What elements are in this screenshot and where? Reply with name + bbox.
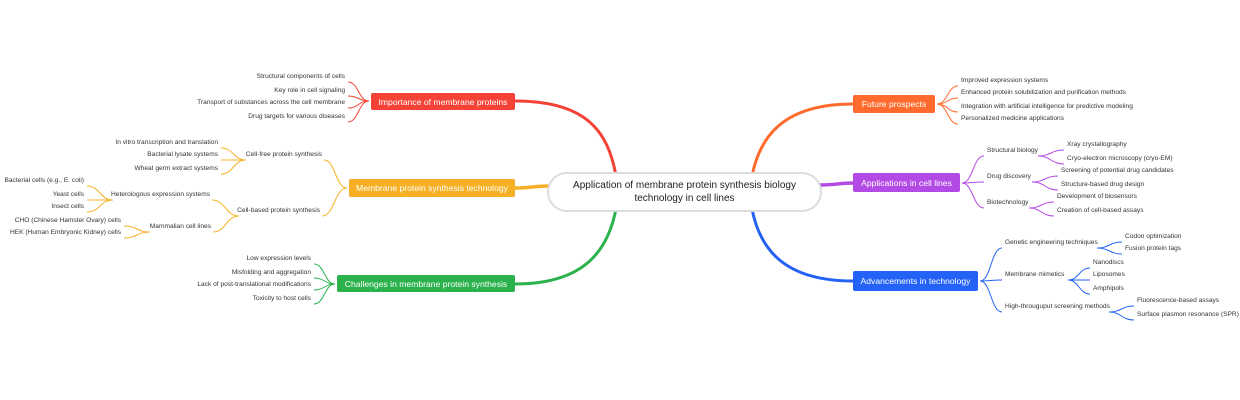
mammalian-item[interactable]: CHO (Chinese Hamster Ovary) cells bbox=[14, 217, 121, 224]
importance-item[interactable]: Drug targets for various diseases bbox=[248, 113, 345, 120]
connector bbox=[313, 283, 336, 305]
advancements-topic[interactable]: Advancements in technology bbox=[853, 271, 978, 291]
challenges-item[interactable]: Misfolding and aggregation bbox=[231, 269, 311, 276]
cell-free-item[interactable]: In vitro transcription and translation bbox=[115, 139, 218, 146]
connector bbox=[1031, 181, 1059, 191]
structural-item[interactable]: Xray crystallography bbox=[1067, 141, 1127, 148]
connector bbox=[123, 231, 151, 239]
hts-item[interactable]: Surface plasmon resonance (SPR) bbox=[1137, 311, 1239, 318]
future-topic[interactable]: Future prospects bbox=[853, 95, 935, 113]
synthesis-topic-label: Membrane protein synthesis technology bbox=[356, 183, 508, 193]
future-item[interactable]: Enhanced protein solubilization and puri… bbox=[961, 89, 1126, 96]
connector bbox=[979, 247, 1003, 282]
heterologous-item[interactable]: Bacterial cells (e.g., E. coli) bbox=[4, 177, 84, 184]
genetic-item[interactable]: Codon optimization bbox=[1125, 233, 1182, 240]
connector bbox=[1108, 311, 1135, 321]
connector bbox=[1108, 305, 1135, 313]
central-topic-line2: technology in cell lines bbox=[634, 193, 735, 204]
heterologous-node[interactable]: Heterologous expression systems bbox=[111, 191, 210, 198]
mimetics-item[interactable]: Amphipols bbox=[1093, 285, 1124, 292]
applications-topic[interactable]: Applications in cell lines bbox=[853, 173, 960, 192]
applications-topic-label: Applications in cell lines bbox=[861, 177, 952, 188]
drug-item[interactable]: Structure-based drug design bbox=[1061, 181, 1145, 188]
branch-importance bbox=[514, 99, 618, 177]
cell-based-node[interactable]: Cell-based protein synthesis bbox=[237, 207, 320, 214]
connector bbox=[220, 147, 247, 161]
connector bbox=[212, 215, 240, 233]
connector bbox=[1028, 201, 1055, 209]
cell-free-node[interactable]: Cell-free protein synthesis bbox=[245, 151, 322, 158]
challenges-item[interactable]: Lack of post-translational modifications bbox=[197, 281, 311, 288]
mammalian-item[interactable]: HEK (Human Embryonic Kidney) cells bbox=[9, 229, 121, 236]
connector bbox=[1031, 175, 1059, 183]
branch-future bbox=[750, 102, 854, 177]
connector bbox=[1037, 149, 1065, 157]
mimetics-item[interactable]: Liposomes bbox=[1093, 271, 1125, 278]
connector bbox=[211, 199, 240, 217]
connector bbox=[321, 187, 348, 217]
connector bbox=[1067, 279, 1091, 295]
future-item[interactable]: Personalized medicine applications bbox=[961, 115, 1064, 122]
mimetics-item[interactable]: Nanodiscs bbox=[1093, 259, 1124, 266]
branch-applications bbox=[819, 181, 854, 187]
connector bbox=[123, 225, 151, 233]
connector bbox=[86, 199, 114, 213]
challenges-item[interactable]: Toxicity to host cells bbox=[252, 295, 311, 302]
cell-free-item[interactable]: Bacterial lysate systems bbox=[147, 151, 218, 158]
hts-node[interactable]: High-througuput screening methods bbox=[1005, 303, 1110, 310]
advancements-topic-label: Advancements in technology bbox=[860, 276, 971, 286]
structural-node[interactable]: Structural biology bbox=[987, 147, 1038, 154]
importance-item[interactable]: Structural components of cells bbox=[256, 73, 345, 80]
central-topic[interactable]: Application of membrane protein synthesi… bbox=[547, 172, 822, 212]
connector bbox=[1067, 267, 1091, 281]
challenges-topic-label: Challenges in membrane protein synthesis bbox=[344, 278, 508, 289]
connector bbox=[936, 103, 959, 125]
importance-topic-label: Importance of membrane proteins bbox=[378, 96, 508, 107]
connector bbox=[961, 155, 985, 184]
connector bbox=[347, 100, 370, 123]
connector bbox=[86, 185, 114, 201]
future-item[interactable]: Integration with artificial intelligence… bbox=[961, 103, 1133, 110]
connector bbox=[961, 182, 985, 209]
central-topic-line1: Application of membrane protein synthesi… bbox=[573, 180, 796, 191]
cell-free-item[interactable]: Wheat germ extract systems bbox=[134, 165, 218, 172]
connector bbox=[979, 280, 1003, 313]
connector bbox=[979, 279, 1003, 282]
importance-topic[interactable]: Importance of membrane proteins bbox=[371, 93, 515, 110]
mimetics-node[interactable]: Membrane mimetics bbox=[1005, 271, 1065, 278]
synthesis-topic[interactable]: Membrane protein synthesis technology bbox=[349, 179, 515, 197]
challenges-item[interactable]: Low expression levels bbox=[246, 255, 311, 262]
branch-synthesis bbox=[514, 184, 550, 190]
connector bbox=[1037, 155, 1065, 165]
heterologous-item[interactable]: Insect cells bbox=[51, 203, 84, 210]
biotech-node[interactable]: Biotechnology bbox=[987, 199, 1029, 206]
biotech-item[interactable]: Creation of cell-based assays bbox=[1057, 207, 1144, 214]
heterologous-item[interactable]: Yeast cells bbox=[52, 191, 84, 198]
connector bbox=[1096, 247, 1123, 255]
branch-challenges bbox=[514, 208, 618, 286]
importance-item[interactable]: Transport of substances across the cell … bbox=[197, 99, 345, 106]
biotech-item[interactable]: Development of biosensors bbox=[1057, 193, 1137, 200]
hts-item[interactable]: Fluorescence-based assays bbox=[1137, 297, 1220, 304]
genetic-item[interactable]: Fusion protein tags bbox=[1125, 245, 1182, 252]
drug-node[interactable]: Drug discovery bbox=[987, 173, 1031, 180]
future-topic-label: Future prospects bbox=[861, 99, 927, 109]
connector bbox=[1096, 241, 1123, 249]
mammalian-node[interactable]: Mammalian cell lines bbox=[149, 223, 211, 230]
connector bbox=[1028, 207, 1055, 217]
drug-item[interactable]: Screening of potential drug candidates bbox=[1061, 167, 1174, 174]
genetic-node[interactable]: Genetic engineering techniques bbox=[1005, 239, 1098, 246]
challenges-topic[interactable]: Challenges in membrane protein synthesis bbox=[337, 275, 515, 292]
connector bbox=[323, 159, 348, 189]
branch-advancements bbox=[750, 208, 854, 283]
future-item[interactable]: Improved expression systems bbox=[961, 77, 1049, 84]
connector bbox=[220, 159, 247, 175]
structural-item[interactable]: Cryo-electron microscopy (cryo-EM) bbox=[1067, 155, 1173, 162]
importance-item[interactable]: Key role in cell signaling bbox=[274, 87, 345, 94]
